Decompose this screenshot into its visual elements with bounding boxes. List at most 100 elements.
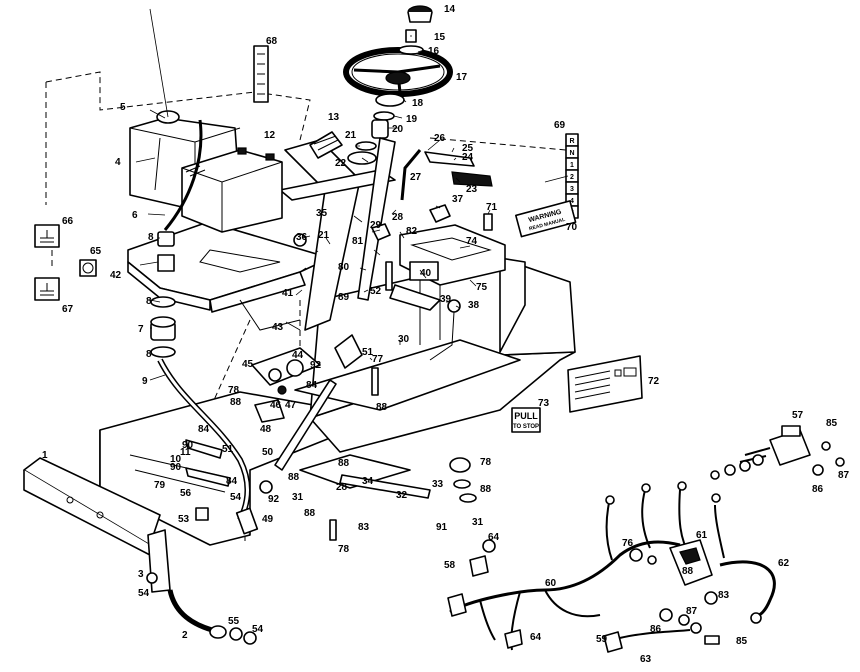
callout-8-a: 8 <box>148 232 154 243</box>
small-parts <box>293 131 493 291</box>
callout-44: 44 <box>292 350 304 361</box>
pull-line1: PULL <box>514 411 538 421</box>
callout-10: 10 <box>170 454 182 465</box>
callout-55: 55 <box>228 616 240 627</box>
callout-86-a: 86 <box>812 484 824 495</box>
callout-8-b: 8 <box>146 296 152 307</box>
decals: R N 1 2 3 4 5 WARNING READ MANUAL PULL T… <box>34 45 643 433</box>
callout-86-b: 86 <box>650 624 662 635</box>
fender-pan <box>127 221 331 313</box>
callout-78-c: 78 <box>338 544 350 555</box>
callout-26: 26 <box>434 133 446 144</box>
callout-87-b: 87 <box>686 606 698 617</box>
callout-57: 57 <box>792 410 804 421</box>
callout-83-a: 83 <box>358 522 370 533</box>
hoses <box>157 119 337 522</box>
steering-wheel-icon <box>343 47 453 97</box>
callout-92-a: 92 <box>310 360 322 371</box>
callout-19: 19 <box>406 114 418 125</box>
callout-61: 61 <box>696 530 708 541</box>
callout-22: 22 <box>335 158 347 169</box>
callout-65: 65 <box>90 246 102 257</box>
callout-48: 48 <box>260 424 272 435</box>
instruction-decal-72 <box>567 355 643 413</box>
callout-56: 56 <box>180 488 192 499</box>
callout-81: 81 <box>352 236 364 247</box>
callout-70: 70 <box>566 222 578 233</box>
callout-11: 11 <box>180 447 191 458</box>
callout-41: 41 <box>282 288 294 299</box>
callout-87-a: 87 <box>838 470 850 481</box>
callout-2: 2 <box>182 630 188 641</box>
warning-decal: WARNING READ MANUAL <box>515 200 577 238</box>
callout-84-b: 84 <box>306 380 318 391</box>
callout-38: 38 <box>468 300 480 311</box>
callout-90-a: 90 <box>182 440 194 451</box>
callout-92-b: 92 <box>268 494 280 505</box>
callout-85-b: 85 <box>736 636 748 647</box>
gear-n: N <box>569 150 574 157</box>
callout-90-b: 90 <box>170 462 182 473</box>
axle-bracket <box>23 457 257 645</box>
callout-49: 49 <box>262 514 274 525</box>
callout-24: 24 <box>462 152 474 163</box>
callout-89: 89 <box>338 292 350 303</box>
leader-lines <box>135 7 569 381</box>
callout-88-d: 88 <box>338 458 350 469</box>
callout-51-b: 51 <box>222 444 234 455</box>
callout-47: 47 <box>285 400 297 411</box>
callout-34: 34 <box>362 476 374 487</box>
callout-33: 33 <box>432 479 444 490</box>
callout-67: 67 <box>62 304 74 315</box>
callout-84-c: 84 <box>226 476 238 487</box>
callout-84-a: 84 <box>198 424 210 435</box>
gear-2: 2 <box>570 174 574 181</box>
callout-54-c: 54 <box>252 624 264 635</box>
callout-83-b: 83 <box>718 590 730 601</box>
callout-30: 30 <box>398 334 410 345</box>
callout-45: 45 <box>242 359 254 370</box>
callout-29: 29 <box>370 220 382 231</box>
callout-75: 75 <box>476 282 488 293</box>
callout-31-a: 31 <box>292 492 304 503</box>
callout-54-b: 54 <box>138 588 150 599</box>
callout-64-b: 64 <box>530 632 542 643</box>
callout-59: 59 <box>596 634 608 645</box>
callout-20: 20 <box>392 124 404 135</box>
callout-42: 42 <box>110 270 122 281</box>
callout-79: 79 <box>154 480 166 491</box>
starter-solenoid-icon <box>659 425 845 645</box>
callout-12: 12 <box>264 130 276 141</box>
callout-27: 27 <box>410 172 422 183</box>
callout-53: 53 <box>178 514 190 525</box>
callout-32: 32 <box>396 490 408 501</box>
callout-85-a: 85 <box>826 418 838 429</box>
callout-16: 16 <box>428 46 440 57</box>
callout-21-b: 21 <box>318 230 330 241</box>
fuel-filter <box>150 231 176 358</box>
callout-50: 50 <box>262 447 274 458</box>
callout-9: 9 <box>142 376 148 387</box>
switch-icon <box>409 261 439 281</box>
callout-78-a: 78 <box>228 385 240 396</box>
callout-13: 13 <box>328 112 340 123</box>
pull-line2: TO STOP <box>513 424 539 430</box>
decal-65 <box>79 259 97 277</box>
callout-51-a: 51 <box>362 347 374 358</box>
callout-36: 36 <box>296 232 308 243</box>
callout-43: 43 <box>272 322 284 333</box>
callout-88-g: 88 <box>682 566 694 577</box>
wiring-harness <box>447 481 776 653</box>
seat-switch-panel <box>389 224 506 361</box>
callout-74: 74 <box>466 236 478 247</box>
callout-62: 62 <box>778 558 790 569</box>
callout-1: 1 <box>42 450 48 461</box>
callout-68: 68 <box>266 36 278 47</box>
callout-14: 14 <box>444 4 456 15</box>
callout-72: 72 <box>648 376 660 387</box>
gear-1: 1 <box>570 162 574 169</box>
callout-39: 39 <box>440 294 452 305</box>
callout-69: 69 <box>554 120 566 131</box>
callout-labels: 1 2 3 4 5 6 7 8 8 8 9 10 11 12 13 14 15 … <box>42 4 850 665</box>
callout-28-b: 28 <box>336 482 348 493</box>
